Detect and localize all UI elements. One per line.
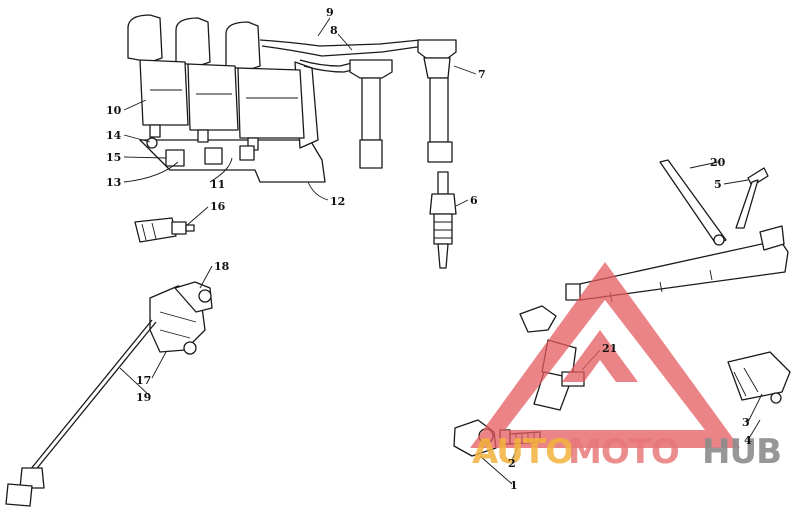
watermark-text: AUTO MOTO HUB [472,432,782,472]
callout-19: 19 [136,391,151,404]
callout-15: 15 [106,151,121,164]
callout-14: 14 [106,129,122,142]
callout-16: 16 [210,200,226,213]
watermark-text-hub: HUB [702,432,781,472]
spark-plug [429,171,457,269]
callout-labels: 9 8 7 10 14 15 13 11 12 6 16 18 17 19 20… [106,6,752,492]
watermark-triangle [470,262,740,448]
callout-9: 9 [326,6,334,19]
callout-18: 18 [214,260,230,273]
callout-2: 2 [508,457,516,470]
temperature-sensor [134,217,195,243]
callout-17: 17 [136,374,151,387]
callout-12: 12 [330,195,345,208]
callout-6: 6 [470,194,478,207]
spark-plug-leads [259,39,457,169]
callout-4: 4 [744,434,752,447]
callout-10: 10 [106,104,122,117]
map-sensor [727,351,791,404]
callout-7: 7 [478,68,486,81]
callout-1: 1 [510,479,518,492]
callout-5: 5 [714,178,722,191]
watermark-text-moto: MOTO [568,432,679,472]
ignition-coil-pack [127,14,326,183]
callout-3: 3 [742,416,750,429]
watermark-logo [470,262,740,448]
callout-21: 21 [602,342,617,355]
callout-8: 8 [330,24,338,37]
callout-20: 20 [710,156,726,169]
position-sensor-assembly [5,281,213,507]
watermark-text-auto: AUTO [472,432,573,472]
callout-11: 11 [210,178,225,191]
callout-13: 13 [106,176,121,189]
